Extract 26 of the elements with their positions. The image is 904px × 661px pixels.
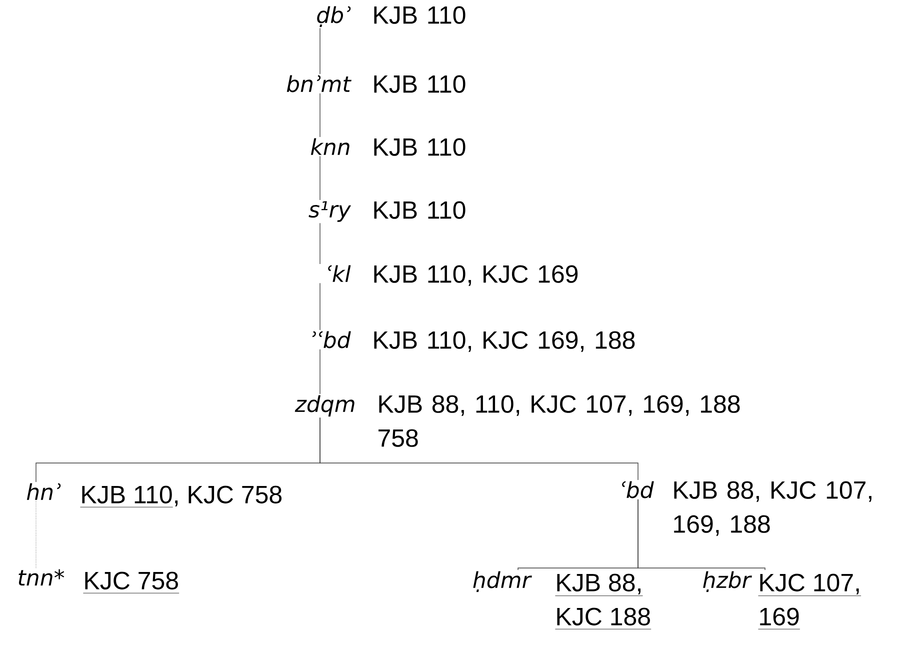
reference-text: KJB 88, KJC 107, 169, 188: [674, 481, 872, 536]
reference-text: KJB 110, KJC 758: [80, 486, 282, 508]
person-name: ʾʿbd: [312, 331, 351, 348]
reference-text: KJB 110: [374, 138, 466, 156]
reference-text: KJB 110: [374, 75, 466, 93]
reference-text: KJC 107, 169: [758, 574, 862, 630]
person-name: knn: [310, 138, 350, 155]
reference-text: KJB 110: [374, 6, 466, 24]
reference-text: KJC 758: [83, 572, 180, 594]
reference-text: KJB 88, KJC 188: [555, 574, 652, 630]
person-name: hnʾ: [26, 483, 61, 500]
person-name: bnʾmt: [286, 75, 352, 92]
reference-text: KJB 110, KJC 169: [374, 265, 578, 286]
tree-line: [320, 417, 638, 480]
person-name: ḥzbr: [703, 571, 752, 592]
reference-text: KJB 110: [374, 201, 466, 219]
person-name: zdqm: [294, 395, 354, 416]
person-name: ḥdmr: [473, 571, 532, 592]
person-name: ʿbd: [622, 481, 654, 498]
person-name: ʿkl: [328, 265, 351, 282]
person-name: ḍbʾ: [317, 6, 351, 27]
reference-text: KJB 110, KJC 169, 188: [374, 331, 635, 352]
person-name: tnn*: [18, 569, 64, 586]
tree-line: [638, 499, 766, 570]
person-name: s¹ry: [308, 201, 352, 222]
reference-text: KJB 88, 110, KJC 107, 169, 188 758: [378, 395, 740, 447]
